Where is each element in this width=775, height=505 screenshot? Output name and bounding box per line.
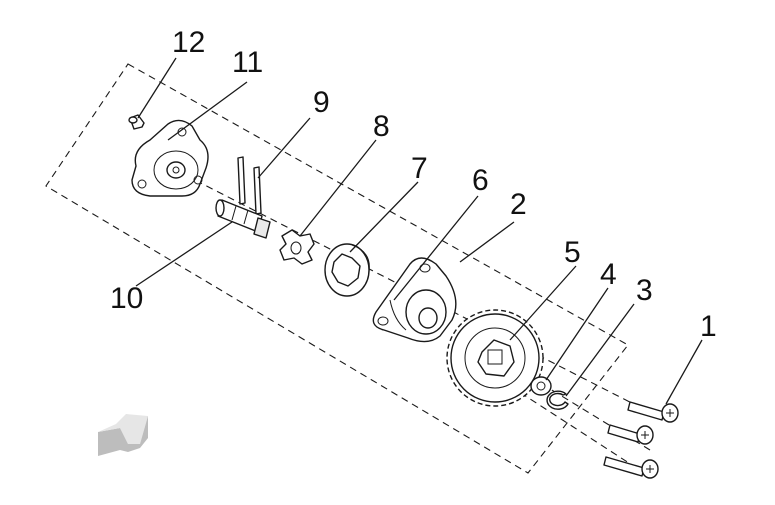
bolt-lower: [603, 456, 659, 479]
callout-10: 10: [110, 282, 143, 315]
callout-2: 2: [510, 188, 527, 221]
bolt-upper: [627, 401, 679, 423]
callout-8: 8: [373, 110, 390, 143]
part-7-outer-rotor: [324, 243, 370, 297]
part-4-washer: [530, 376, 552, 396]
part-1-bolts: [603, 401, 679, 479]
part-12-screw: [128, 114, 145, 130]
callout-1: 1: [700, 310, 717, 343]
callout-12: 12: [172, 26, 205, 59]
callout-11: 11: [232, 46, 263, 79]
part-9-pins: [237, 156, 262, 215]
bolt-middle: [607, 424, 654, 445]
assembly-boundary: [45, 63, 629, 474]
part-11-pump-cover: [131, 119, 209, 197]
callout-4: 4: [600, 258, 617, 291]
callout-3: 3: [636, 274, 653, 307]
callout-5: 5: [564, 236, 581, 269]
leader-lines: [135, 57, 703, 405]
part-10-pump-shaft: [215, 199, 271, 239]
part-6-pump-body: [372, 257, 457, 343]
callout-6: 6: [472, 164, 489, 197]
callout-7: 7: [411, 152, 428, 185]
front-direction-arrow-icon: [98, 414, 148, 456]
part-8-inner-rotor: [279, 229, 315, 265]
callout-9: 9: [313, 86, 330, 119]
part-3-circlip: [546, 390, 569, 410]
part-5-driven-gear: [446, 309, 544, 407]
